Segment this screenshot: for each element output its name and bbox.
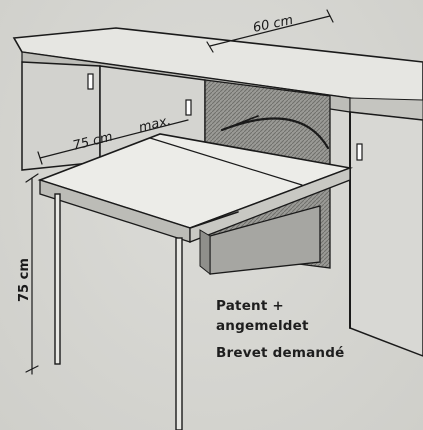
depth-label: 60 cm <box>252 13 295 36</box>
cabinet-handle-icon <box>87 73 94 90</box>
table-legs <box>54 193 183 430</box>
dimension-height: 75 cm <box>17 173 39 375</box>
patent-note-line-3: Brevet demandé <box>216 345 345 361</box>
patent-note-line-2: angemeldet <box>216 318 309 334</box>
cabinet-handle-icon <box>185 99 192 116</box>
cabinet-handle-icon <box>356 143 363 161</box>
right-cabinet <box>349 111 423 357</box>
table-runner-box <box>199 205 321 276</box>
middle-cabinet <box>99 65 206 161</box>
pull-out-table <box>37 133 354 243</box>
height-label: 75 cm <box>17 258 32 302</box>
table-leg <box>54 193 61 365</box>
left-cabinet <box>21 61 101 171</box>
patent-note-line-1: Patent + <box>216 298 284 314</box>
table-leg <box>175 237 183 430</box>
swing-arc <box>220 117 330 150</box>
